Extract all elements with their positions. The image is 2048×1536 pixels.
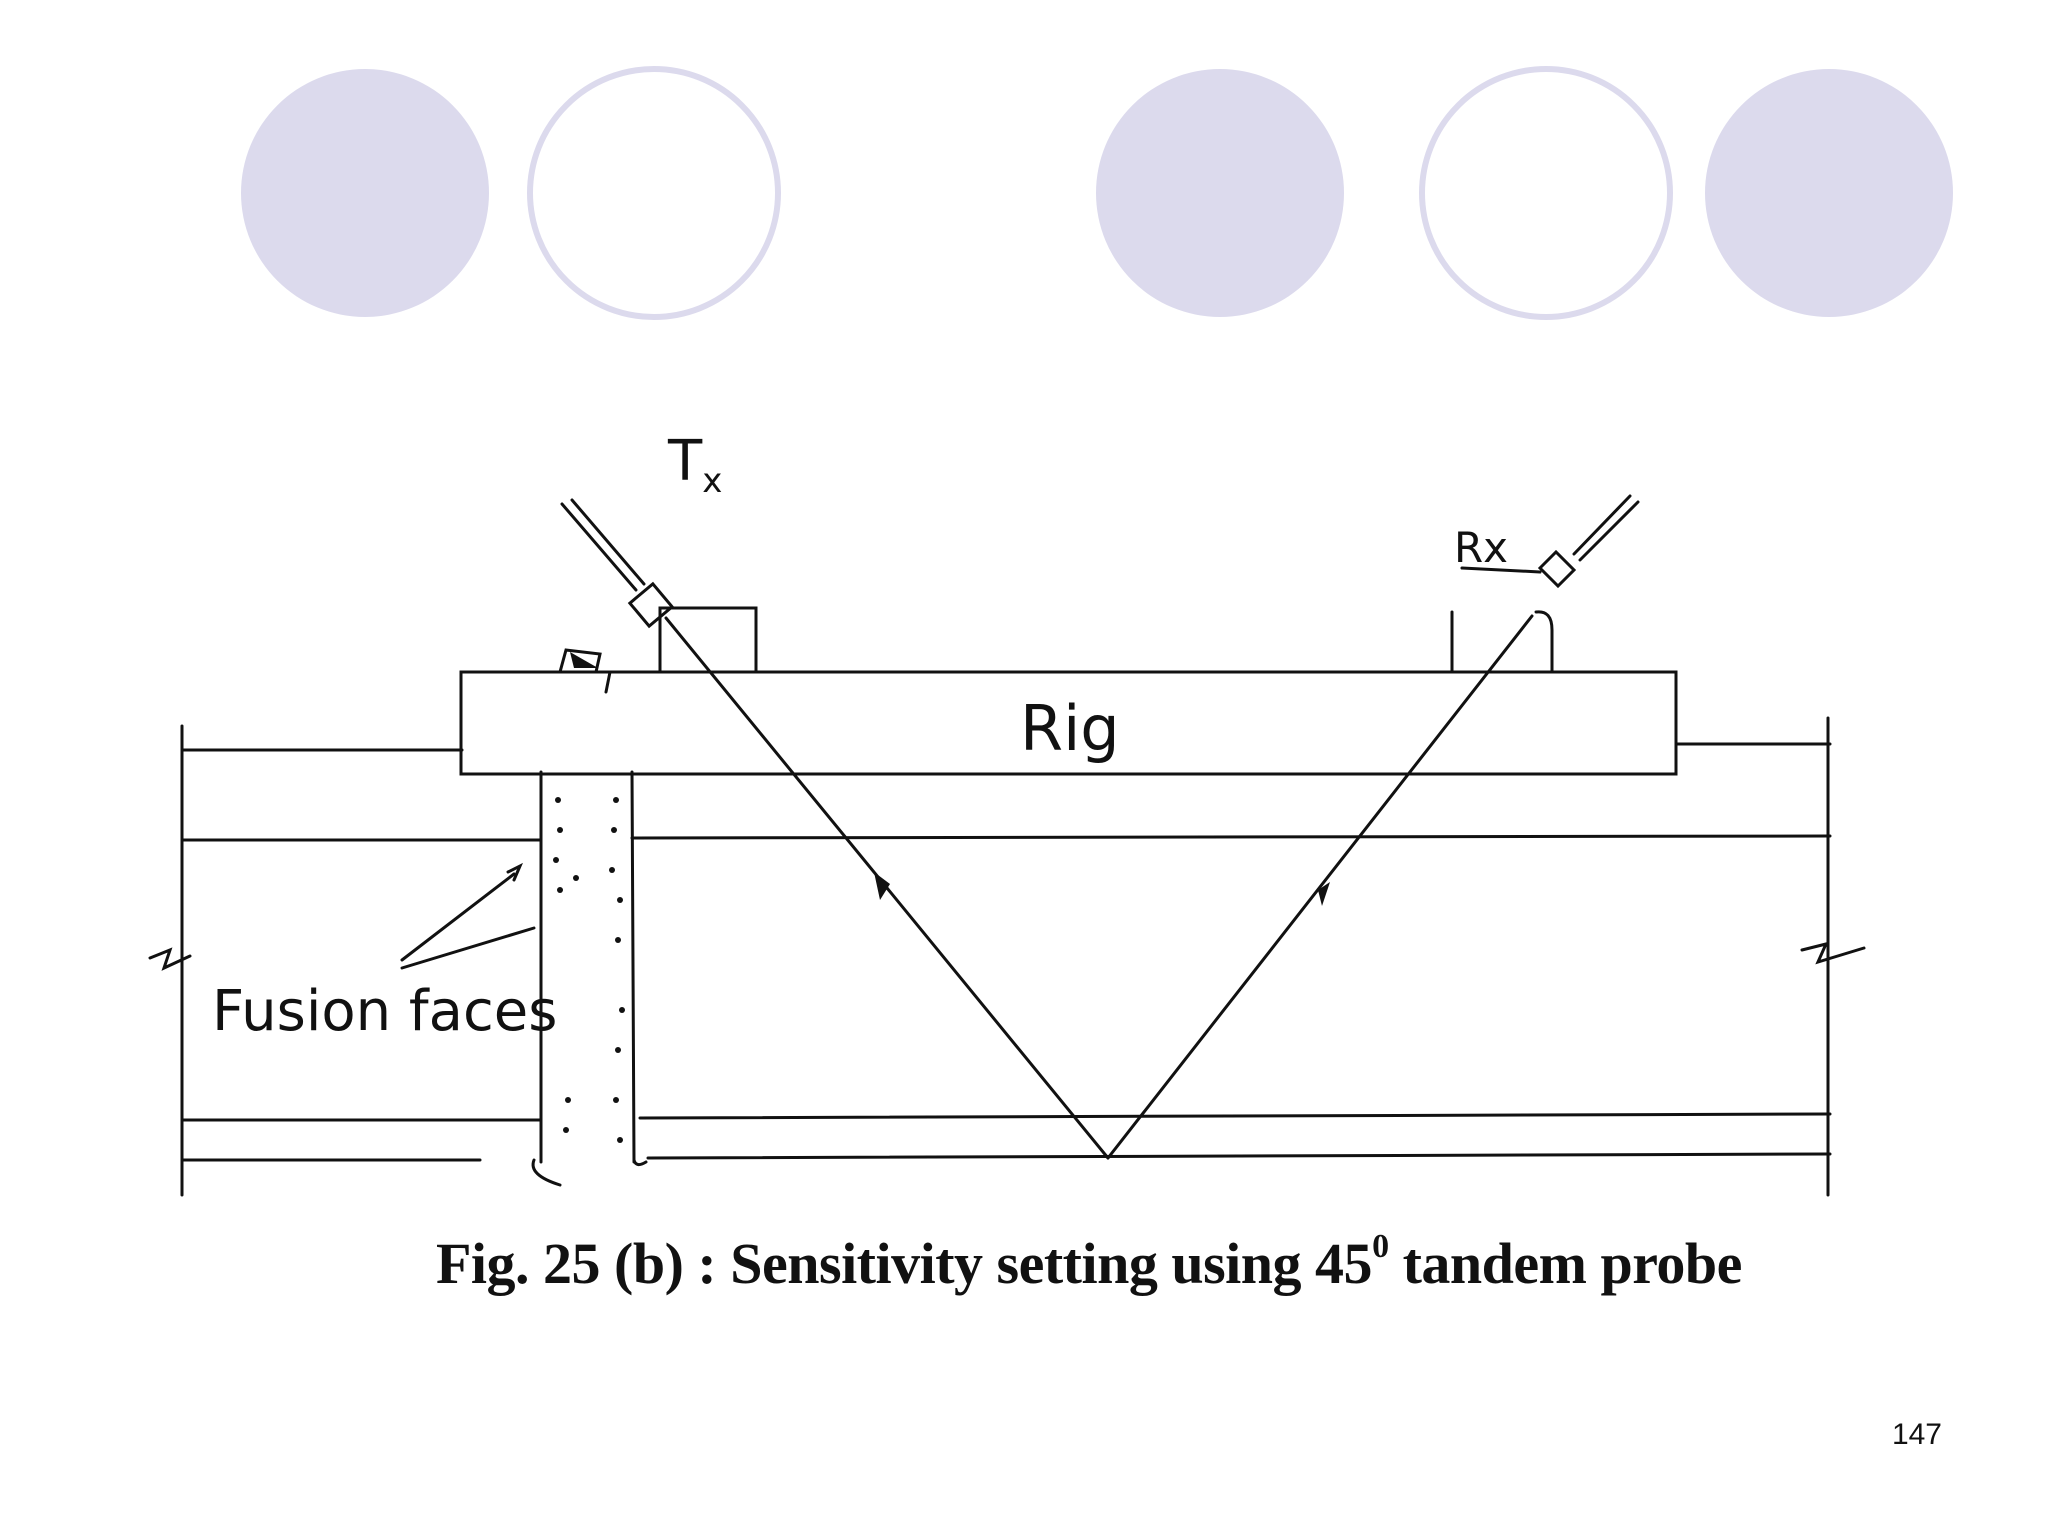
- fusion-leader-lines: [400, 862, 536, 970]
- caption-end: tandem probe: [1388, 1231, 1743, 1296]
- rx-label: Rx: [1454, 523, 1508, 572]
- tx-probe: [560, 498, 675, 629]
- tx-label: Tx: [667, 429, 722, 501]
- caption-superscript: 0: [1372, 1227, 1389, 1265]
- decor-circles: [241, 66, 1953, 320]
- rig-label: Rig: [1020, 692, 1120, 765]
- tx-label-main: T: [667, 429, 703, 494]
- decor-circle-5: [1705, 69, 1953, 317]
- tx-label-sub: x: [702, 461, 722, 501]
- rx-probe: [1460, 494, 1640, 589]
- rx-wedge: [1450, 610, 1554, 674]
- decor-circle-3: [1096, 69, 1344, 317]
- caption-main: Fig. 25 (b) : Sensitivity setting using …: [436, 1231, 1373, 1296]
- weld-zone: [531, 770, 648, 1187]
- rig-bar: [459, 670, 1678, 776]
- tx-wedge: [558, 606, 758, 694]
- weld-dots: [553, 797, 625, 1143]
- small-arrow: [570, 652, 598, 668]
- fusion-faces-label: Fusion faces: [212, 979, 557, 1044]
- page-number: 147: [1891, 1418, 1942, 1451]
- figure-caption: Fig. 25 (b) : Sensitivity setting using …: [436, 1227, 1936, 1297]
- decor-circle-2: [527, 66, 781, 320]
- decor-circle-1: [241, 69, 489, 317]
- decor-circle-4: [1419, 66, 1673, 320]
- plate: [148, 716, 1866, 1197]
- beam-arrows: [874, 872, 1330, 906]
